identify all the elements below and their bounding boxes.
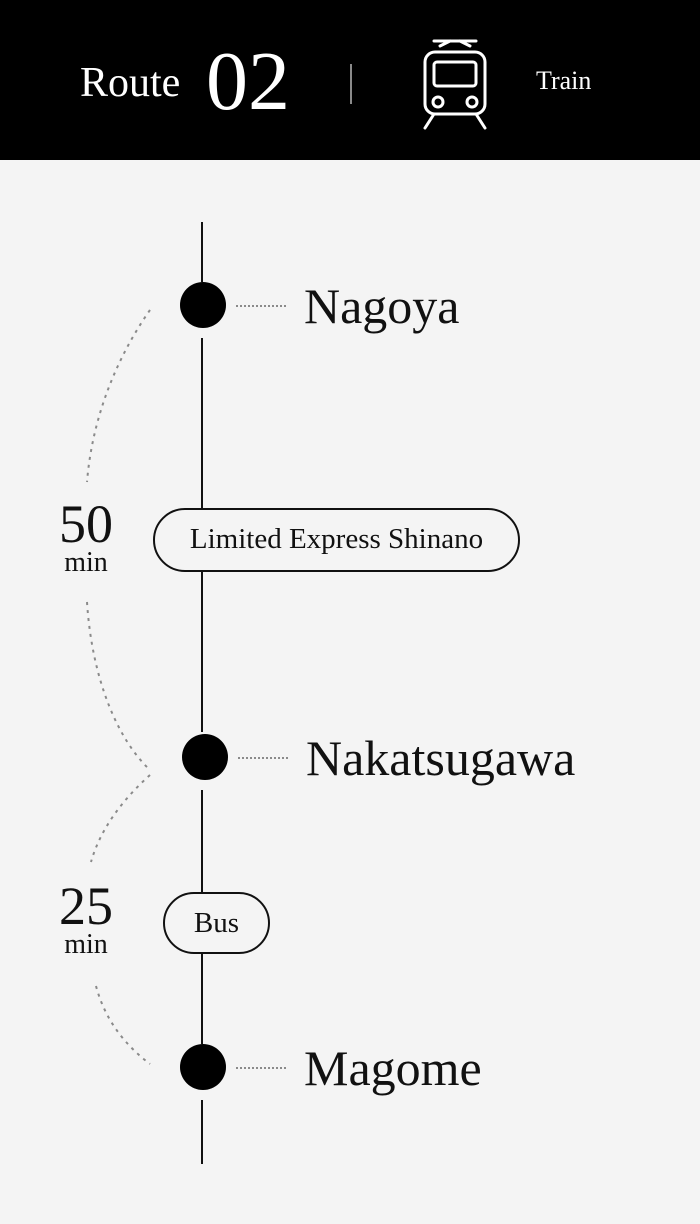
- station-name-magome: Magome: [304, 1040, 482, 1096]
- duration-bracket-upper: [86, 309, 151, 483]
- segment-label-bus: Bus: [163, 892, 270, 954]
- duration-bracket-lower: [95, 985, 151, 1065]
- segment-label-limited-express: Limited Express Shinano: [153, 508, 520, 572]
- timeline-line: [201, 952, 203, 1044]
- station-marker: [182, 734, 228, 780]
- station-name-nagoya: Nagoya: [304, 278, 460, 334]
- duration-value: 25: [59, 876, 113, 936]
- timeline-line: [201, 338, 203, 510]
- station-marker: [180, 1044, 226, 1090]
- route-number: 02: [206, 35, 290, 128]
- duration-bracket-lower: [90, 774, 151, 863]
- timeline-line: [201, 790, 203, 892]
- duration-bracket-upper: [86, 601, 151, 771]
- station-leader: [238, 757, 288, 759]
- route-label: Route: [80, 60, 181, 106]
- mode-label: Train: [536, 66, 592, 95]
- station-leader: [236, 1067, 286, 1069]
- duration-value: 50: [59, 494, 113, 554]
- station-name-nakatsugawa: Nakatsugawa: [306, 730, 576, 786]
- train-icon: [423, 39, 487, 130]
- timeline-line: [201, 1100, 203, 1164]
- duration-unit: min: [64, 547, 108, 578]
- timeline-line: [201, 222, 203, 282]
- timeline-line: [201, 570, 203, 732]
- segment-duration: 50 min: [46, 494, 126, 578]
- route-header: Route 02 Train: [0, 0, 700, 160]
- header-divider: [350, 64, 352, 104]
- station-leader: [236, 305, 286, 307]
- duration-unit: min: [64, 929, 108, 960]
- station-marker: [180, 282, 226, 328]
- segment-duration: 25 min: [46, 876, 126, 960]
